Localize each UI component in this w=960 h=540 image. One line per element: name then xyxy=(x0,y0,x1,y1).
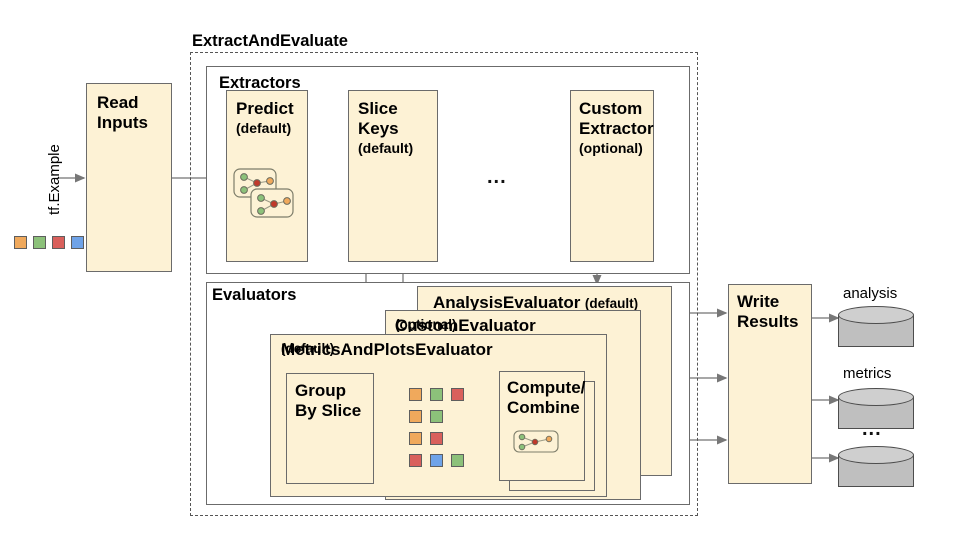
slice-swatch xyxy=(409,388,422,401)
compute-combine-label-line1: Compute/ xyxy=(507,378,586,397)
slice-keys-label-line2: Keys xyxy=(358,119,399,138)
write-results-label-line1: Write xyxy=(737,292,780,311)
group-by-slice-label-line2: By Slice xyxy=(295,401,362,420)
write-results-label-line2: Results xyxy=(737,312,799,331)
metrics-and-plots-evaluator-node[interactable]: MetricsAndPlotsEvaluator (default) Group… xyxy=(270,334,607,497)
analysis-evaluator-note: (default) xyxy=(584,296,639,311)
extractor-ellipsis: ... xyxy=(487,166,507,188)
predict-note: (default) xyxy=(236,120,292,136)
cylinder-top xyxy=(838,306,914,324)
custom-evaluator-name: CustomEvaluator xyxy=(395,316,536,335)
custom-extractor-label-line1: Custom xyxy=(579,99,643,118)
cylinder-top xyxy=(838,388,914,406)
input-swatch xyxy=(52,236,65,249)
slice-keys-note: (default) xyxy=(358,140,414,156)
write-results-node[interactable]: Write Results xyxy=(728,284,812,484)
extract-and-evaluate-group xyxy=(190,52,698,516)
model-graph-icon xyxy=(233,168,294,218)
slice-swatch xyxy=(409,454,422,467)
slice-swatch xyxy=(451,388,464,401)
slice-keys-node[interactable]: Slice Keys (default) xyxy=(348,90,438,262)
other-store[interactable] xyxy=(838,446,914,487)
compute-combine-node[interactable]: Compute/ Combine xyxy=(499,371,585,481)
metric-graph-icon xyxy=(513,430,559,453)
slice-swatch xyxy=(430,388,443,401)
metrics-evaluator-name: MetricsAndPlotsEvaluator xyxy=(281,340,493,359)
slice-keys-label-line1: Slice xyxy=(358,99,398,118)
input-swatch xyxy=(14,236,27,249)
predict-label: Predict xyxy=(236,99,294,118)
slice-swatch xyxy=(430,454,443,467)
group-by-slice-node[interactable]: Group By Slice xyxy=(286,373,374,484)
cylinder-top xyxy=(838,446,914,464)
read-inputs-node[interactable]: Read Inputs xyxy=(86,83,172,272)
output-ellipsis: ... xyxy=(862,418,882,440)
evaluators-title: Evaluators xyxy=(212,286,297,304)
extractors-title: Extractors xyxy=(219,74,301,92)
group-by-slice-label-line1: Group xyxy=(295,381,346,400)
custom-extractor-node[interactable]: Custom Extractor (optional) xyxy=(570,90,654,262)
metrics-evaluator-note: (default) xyxy=(281,341,335,356)
read-inputs-label-line1: Read xyxy=(97,93,139,112)
predict-node[interactable]: Predict (default) xyxy=(226,90,308,262)
read-inputs-label-line2: Inputs xyxy=(97,113,148,132)
slice-swatch xyxy=(451,454,464,467)
compute-combine-label-line2: Combine xyxy=(507,398,580,417)
custom-extractor-note: (optional) xyxy=(579,140,643,156)
extract-and-evaluate-title: ExtractAndEvaluate xyxy=(192,32,348,50)
metrics-store-label: metrics xyxy=(843,365,892,382)
slice-swatch xyxy=(409,410,422,423)
custom-extractor-label-line2: Extractor xyxy=(579,119,654,138)
analysis-evaluator-name: AnalysisEvaluator xyxy=(433,293,581,312)
slice-swatch xyxy=(430,432,443,445)
slice-swatch xyxy=(430,410,443,423)
custom-evaluator-note: (optional) xyxy=(395,317,457,332)
input-label: tf.Example xyxy=(46,144,63,215)
analysis-store[interactable] xyxy=(838,306,914,347)
input-swatch xyxy=(33,236,46,249)
analysis-store-label: analysis xyxy=(843,285,898,302)
input-swatch xyxy=(71,236,84,249)
metrics-store[interactable] xyxy=(838,388,914,429)
slice-swatch xyxy=(409,432,422,445)
